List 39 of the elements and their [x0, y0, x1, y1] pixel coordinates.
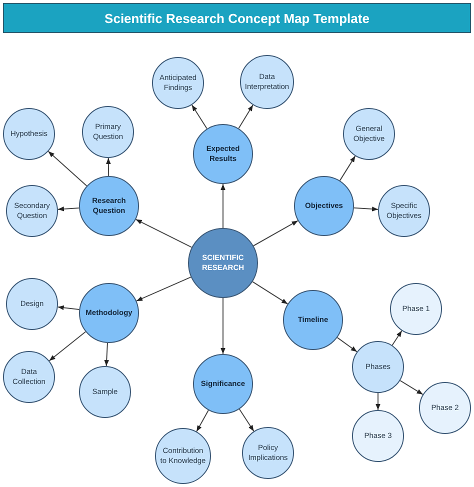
subtopic-circle	[242, 427, 294, 479]
arrow	[135, 218, 192, 248]
arrow	[57, 305, 80, 310]
arrow	[48, 150, 88, 186]
subtopic-circle	[240, 55, 294, 109]
title-bar: Scientific Research Concept Map Template	[3, 3, 471, 33]
subtopic-circle	[79, 366, 131, 418]
subtopic-circle	[378, 185, 430, 237]
arrow	[106, 158, 111, 176]
arrow	[252, 220, 298, 246]
arrow	[104, 342, 110, 367]
arrow	[57, 206, 80, 212]
subtopic-circle	[3, 351, 55, 403]
arrow	[220, 298, 226, 354]
arrow	[136, 276, 192, 302]
arrow	[196, 410, 209, 432]
arrow	[191, 104, 208, 130]
subtopic-circle	[3, 108, 55, 160]
subtopic-circle	[6, 185, 58, 237]
subtopic-circle	[343, 108, 395, 160]
arrow	[392, 330, 402, 346]
arrow	[238, 408, 254, 432]
arrow	[48, 331, 86, 362]
arrow	[376, 392, 380, 410]
subtopic-circle	[390, 283, 442, 335]
subtopic-circle	[352, 410, 404, 462]
subtopic-circle	[152, 57, 204, 109]
arrow	[336, 337, 358, 352]
arrow	[339, 156, 356, 182]
arrow	[238, 104, 254, 129]
subtopic-circle	[352, 341, 404, 393]
subtopic-circle	[6, 278, 58, 330]
subtopic-circle	[82, 106, 134, 158]
arrow	[220, 184, 226, 228]
arrow	[353, 206, 379, 212]
subtopic-circle	[419, 382, 471, 434]
arrow	[400, 380, 424, 395]
topic-circle	[79, 176, 139, 236]
arrow	[252, 281, 288, 304]
